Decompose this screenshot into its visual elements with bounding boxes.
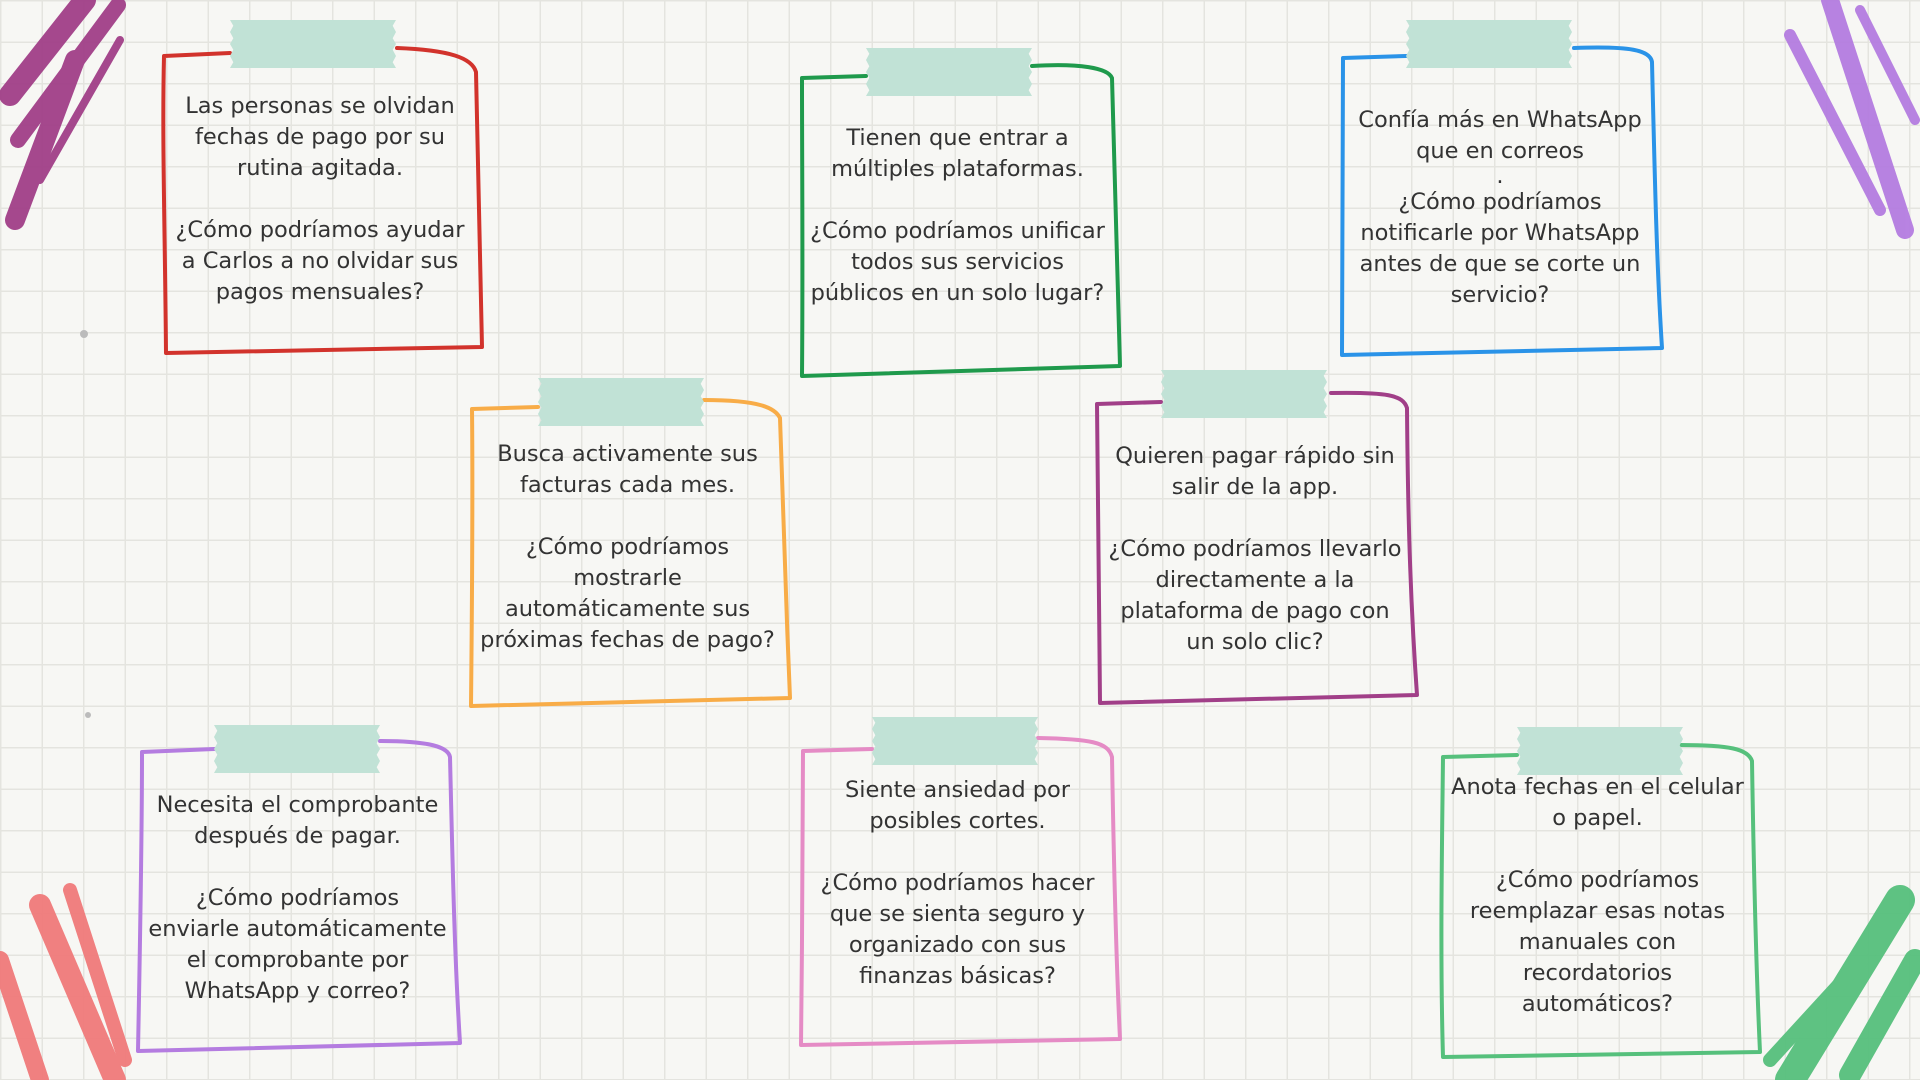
card-problem: Tienen que entrar a múltiples plataforma… <box>831 125 1084 182</box>
card-text: Necesita el comprobante después de pagar… <box>148 790 447 1007</box>
card-problem: Necesita el comprobante después de pagar… <box>156 792 439 849</box>
card-blue: Confía más en WhatsApp que en correos . … <box>1340 20 1664 357</box>
tape-strip <box>1517 727 1683 775</box>
tape-strip <box>872 717 1038 765</box>
card-text: Tienen que entrar a múltiples plataforma… <box>808 123 1107 309</box>
card-orange: Busca activamente sus facturas cada mes.… <box>469 378 792 708</box>
card-problem: Busca activamente sus facturas cada mes. <box>497 441 758 498</box>
tape-strip <box>1406 20 1572 68</box>
card-frame <box>1340 45 1664 357</box>
card-frame <box>161 46 484 355</box>
brush-stroke-top-right <box>1784 0 1920 239</box>
card-pink: Siente ansiedad por posibles cortes. ¿Có… <box>799 717 1122 1047</box>
tape-strip <box>230 20 396 68</box>
card-text: Siente ansiedad por posibles cortes. ¿Có… <box>808 775 1107 992</box>
tape-strip <box>538 378 704 426</box>
brush-stroke-top-left <box>0 0 126 230</box>
tape-strip <box>214 725 380 773</box>
card-question: ¿Cómo podríamos llevarlo directamente a … <box>1108 536 1402 655</box>
tape-strip <box>866 48 1032 96</box>
card-frame <box>800 63 1122 378</box>
card-question: ¿Cómo podríamos ayudar a Carlos a no olv… <box>175 217 465 305</box>
card-problem: Siente ansiedad por posibles cortes. <box>844 777 1071 834</box>
card-problem: Las personas se olvidan fechas de pago p… <box>185 93 455 181</box>
paper-speck <box>85 712 91 718</box>
card-text: Busca activamente sus facturas cada mes.… <box>478 439 777 656</box>
brush-stroke-bottom-right <box>1763 885 1920 1080</box>
card-lilac: Necesita el comprobante después de pagar… <box>136 725 462 1053</box>
card-question: ¿Cómo podríamos notificarle por WhatsApp… <box>1359 189 1641 308</box>
card-frame <box>136 739 462 1053</box>
brush-stroke-bottom-left <box>0 883 132 1080</box>
card-purple: Quieren pagar rápido sin salir de la app… <box>1095 370 1419 705</box>
card-extra: . <box>1496 163 1504 189</box>
card-text: Quieren pagar rápido sin salir de la app… <box>1103 441 1407 658</box>
card-frame <box>799 736 1122 1047</box>
card-frame <box>1095 390 1419 705</box>
paper-speck <box>80 330 88 338</box>
card-question: ¿Cómo podríamos enviarle automáticamente… <box>148 885 447 1004</box>
card-question: ¿Cómo podríamos mostrarle automáticament… <box>480 534 775 653</box>
tape-strip <box>1161 370 1327 418</box>
card-problem: Quieren pagar rápido sin salir de la app… <box>1115 443 1395 500</box>
card-problem: Anota fechas en el celular o papel. <box>1451 774 1744 831</box>
card-problem: Confía más en WhatsApp que en correos <box>1358 107 1642 164</box>
card-green: Tienen que entrar a múltiples plataforma… <box>800 48 1122 378</box>
card-frame <box>469 398 792 708</box>
card-text: Las personas se olvidan fechas de pago p… <box>168 91 472 308</box>
card-mint: Anota fechas en el celular o papel. ¿Cóm… <box>1439 727 1762 1059</box>
card-question: ¿Cómo podríamos reemplazar esas notas ma… <box>1469 867 1726 1017</box>
card-text: Anota fechas en el celular o papel. ¿Cóm… <box>1448 772 1747 1020</box>
card-text: Confía más en WhatsApp que en correos . … <box>1348 105 1652 311</box>
card-question: ¿Cómo podríamos unificar todos sus servi… <box>810 218 1105 306</box>
card-question: ¿Cómo podríamos hacer que se sienta segu… <box>820 870 1095 989</box>
card-frame <box>1439 743 1762 1059</box>
card-red: Las personas se olvidan fechas de pago p… <box>160 20 484 355</box>
